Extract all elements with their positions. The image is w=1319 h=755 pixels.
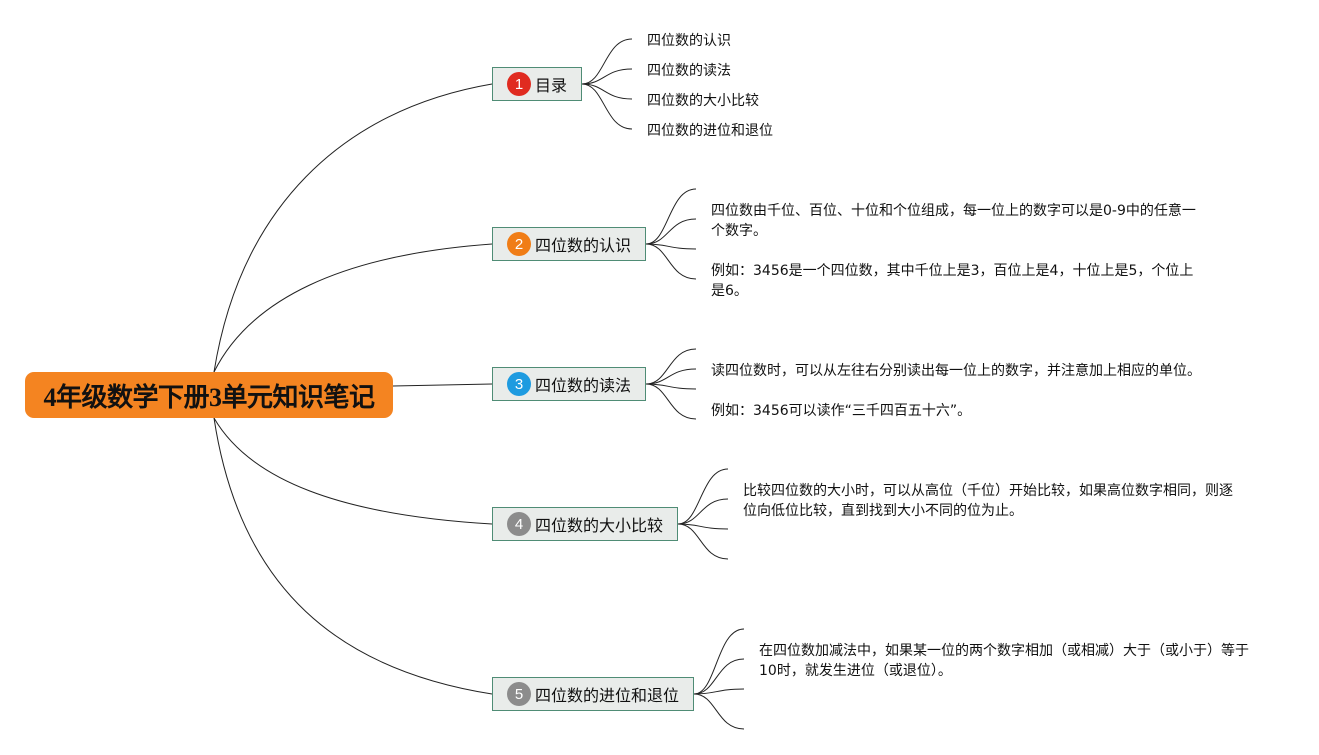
topic-four-digit-comparison[interactable]: 4 四位数的大小比较 [492,507,678,541]
link-root-topic-1 [213,83,493,373]
link-topic-4-branch-3 [677,523,729,530]
link-topic-1-branch-2 [581,68,633,85]
topic-label: 目录 [535,76,568,95]
link-topic-3-branch-3 [645,383,697,390]
link-topic-5-branch-3 [693,688,745,695]
topic-contents[interactable]: 1 目录 [492,67,582,101]
number-5-badge-icon: 5 [507,682,531,706]
link-topic-2-branch-1 [645,188,697,245]
subtopic-reading[interactable]: 四位数的读法 [647,63,731,79]
link-topic-3-branch-2 [645,368,697,385]
link-topic-4-branch-2 [677,498,729,525]
note-reading-rule[interactable]: 读四位数时，可以从左往右分别读出每一位上的数字，并注意加上相应的单位。 [711,363,1201,379]
link-topic-3-branch-1 [645,348,697,385]
number-4-badge-icon: 4 [507,512,531,536]
link-topic-2-branch-4 [645,243,697,280]
link-topic-5-branch-2 [693,658,745,695]
link-root-topic-3 [392,383,493,387]
note-reading-example[interactable]: 例如：3456可以读作“三千四百五十六”。 [711,403,972,419]
topic-label: 四位数的认识 [535,236,632,255]
link-topic-2-branch-2 [645,218,697,245]
link-topic-2-branch-3 [645,243,697,250]
topic-label: 四位数的读法 [535,376,632,395]
note-carry-borrow-rule[interactable]: 在四位数加减法中，如果某一位的两个数字相加（或相减）大于（或小于）等于10时，就… [759,643,1249,679]
subtopic-carry-borrow[interactable]: 四位数的进位和退位 [647,123,773,139]
link-root-topic-4 [213,417,493,525]
topic-label: 四位数的进位和退位 [535,686,680,705]
topic-label: 四位数的大小比较 [535,516,664,535]
link-topic-4-branch-1 [677,468,729,525]
subtopic-understanding[interactable]: 四位数的认识 [647,33,731,49]
link-topic-1-branch-1 [581,38,633,85]
note-example-3456[interactable]: 例如：3456是一个四位数，其中千位上是3，百位上是4，十位上是5，个位上是6。 [711,263,1194,299]
link-topic-1-branch-4 [581,83,633,130]
link-root-topic-2 [213,243,493,373]
note-digit-places[interactable]: 四位数由千位、百位、十位和个位组成，每一位上的数字可以是0-9中的任意一个数字。 [711,203,1196,239]
link-topic-1-branch-3 [581,83,633,100]
link-topic-4-branch-4 [677,523,729,560]
root-topic[interactable]: 4年级数学下册3单元知识笔记 [25,372,393,418]
subtopic-comparison[interactable]: 四位数的大小比较 [647,93,759,109]
topic-four-digit-carry-borrow[interactable]: 5 四位数的进位和退位 [492,677,694,711]
link-topic-3-branch-4 [645,383,697,420]
number-1-badge-icon: 1 [507,72,531,96]
link-root-topic-5 [213,417,493,695]
link-topic-5-branch-4 [693,693,745,730]
topic-four-digit-understanding[interactable]: 2 四位数的认识 [492,227,646,261]
number-3-badge-icon: 3 [507,372,531,396]
note-comparison-rule[interactable]: 比较四位数的大小时，可以从高位（千位）开始比较，如果高位数字相同，则逐位向低位比… [743,483,1233,519]
number-2-badge-icon: 2 [507,232,531,256]
topic-four-digit-reading[interactable]: 3 四位数的读法 [492,367,646,401]
link-topic-5-branch-1 [693,628,745,695]
